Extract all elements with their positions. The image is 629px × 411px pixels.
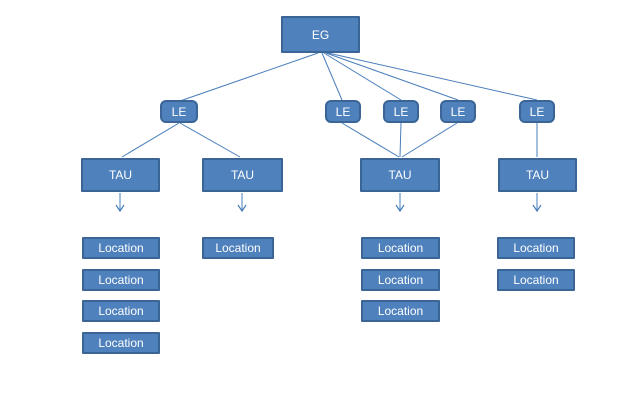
edge-le1-tau1 bbox=[121, 122, 180, 158]
edge-le2-tau3 bbox=[341, 122, 400, 158]
node-le-3: LE bbox=[383, 100, 419, 123]
node-location-4-1: Location bbox=[497, 237, 575, 259]
node-location-1-3: Location bbox=[82, 300, 160, 322]
node-tau-4: TAU bbox=[498, 158, 577, 192]
node-location-3-2: Location bbox=[361, 269, 440, 291]
edge-le1-tau2 bbox=[179, 122, 241, 158]
node-tau-1: TAU bbox=[81, 158, 160, 192]
node-tau-2: TAU bbox=[202, 158, 283, 192]
node-location-4-2: Location bbox=[497, 269, 575, 291]
node-location-3-1: Location bbox=[361, 237, 440, 259]
edge-eg-le3 bbox=[323, 52, 402, 101]
node-location-1-1: Location bbox=[82, 237, 160, 259]
edge-eg-le5 bbox=[327, 52, 538, 101]
node-le-1: LE bbox=[160, 100, 198, 123]
node-tau-3: TAU bbox=[360, 158, 440, 192]
node-location-1-2: Location bbox=[82, 269, 160, 291]
node-le-5: LE bbox=[519, 100, 555, 123]
edge-eg-le2 bbox=[321, 52, 343, 101]
node-le-4: LE bbox=[440, 100, 476, 123]
edge-le4-tau3 bbox=[401, 122, 458, 158]
node-eg: EG bbox=[281, 16, 360, 53]
edge-eg-le1 bbox=[179, 52, 319, 102]
node-le-2: LE bbox=[325, 100, 361, 123]
node-location-2-1: Location bbox=[202, 237, 274, 259]
node-location-1-4: Location bbox=[82, 332, 160, 354]
edge-le3-tau3 bbox=[399, 122, 402, 158]
edge-eg-le4 bbox=[325, 52, 459, 101]
node-location-3-3: Location bbox=[361, 300, 440, 322]
